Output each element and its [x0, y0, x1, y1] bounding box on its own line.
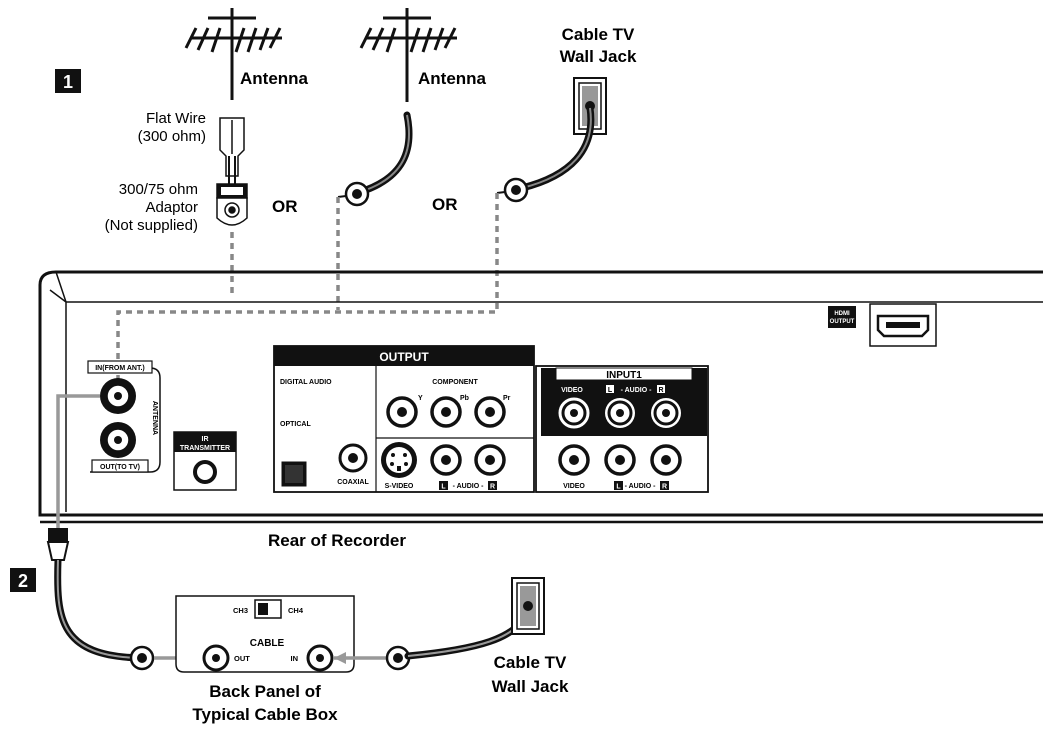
- optical-label: OPTICAL: [280, 421, 311, 428]
- cable-box-out-jack[interactable]: [202, 644, 230, 672]
- component-pr-label: Pr: [503, 395, 511, 402]
- output-audio-right-jack[interactable]: [474, 444, 506, 476]
- component-pr-jack[interactable]: [474, 396, 506, 428]
- s-video-label: S-VIDEO: [385, 483, 414, 490]
- step-1-number: 1: [63, 72, 73, 92]
- recorder-caption: Rear of Recorder: [268, 531, 406, 550]
- antenna-1-icon: [184, 8, 282, 100]
- input1-audio-r-label: R: [658, 387, 663, 394]
- output-audio-r-label: R: [490, 484, 495, 491]
- cable-box-back-panel: CH3 CH4 CABLE OUT IN: [175, 595, 355, 673]
- ir-label-line2: TRANSMITTER: [180, 445, 230, 452]
- wall-jack-bottom-label-line1: Cable TV: [494, 653, 567, 672]
- output-title: OUTPUT: [379, 350, 429, 364]
- component-y-jack[interactable]: [386, 396, 418, 428]
- adaptor-icon: [216, 183, 248, 226]
- hdmi-label-line1: HDMI: [834, 311, 850, 317]
- coaxial-label: COAXIAL: [337, 479, 369, 486]
- wall-jack-top-label-line2: Wall Jack: [560, 47, 637, 66]
- recorder-to-cable-box-connection: [46, 394, 200, 671]
- output-panel: OUTPUT DIGITAL AUDIO OPTICAL COAXIAL COM…: [273, 345, 535, 493]
- ir-transmitter: IR TRANSMITTER: [173, 431, 237, 491]
- wall-jack-bottom-icon: [511, 577, 545, 635]
- cable-box-in-label: IN: [291, 654, 299, 663]
- component-y-label: Y: [418, 395, 423, 402]
- recorder-body: [38, 270, 1043, 524]
- input1-audio-l-label: L: [608, 387, 613, 394]
- cable-box-caption-line1: Back Panel of: [209, 682, 321, 701]
- antenna-out-label: OUT(TO TV): [100, 464, 140, 471]
- lower-video-label: VIDEO: [563, 483, 585, 490]
- cable-box-ch3-label: CH3: [233, 606, 248, 615]
- cable-box-out-label: OUT: [234, 654, 250, 663]
- step-2-number: 2: [18, 571, 28, 591]
- wall-jack-bottom-label-line2: Wall Jack: [492, 677, 569, 696]
- antenna-out-jack[interactable]: [100, 422, 136, 458]
- antenna-2-coax-cable: [337, 111, 413, 207]
- antenna-in-jack[interactable]: [100, 378, 136, 414]
- dashed-connection-lines: [116, 193, 499, 380]
- or-label-1: OR: [272, 197, 298, 216]
- digital-audio-label: DIGITAL AUDIO: [280, 379, 332, 386]
- wall-jack-top-label-line1: Cable TV: [562, 25, 635, 44]
- s-video-jack[interactable]: [381, 442, 417, 478]
- flat-wire-icon: [219, 117, 245, 184]
- antenna-in-label: IN(FROM ANT.): [95, 365, 145, 372]
- component-pb-label: Pb: [460, 395, 469, 402]
- recorder-antenna-block: IN(FROM ANT.) OUT(TO TV) ANTENNA: [87, 360, 161, 473]
- flat-wire-label-line2: (300 ohm): [138, 128, 206, 145]
- hdmi-output: HDMI OUTPUT: [828, 303, 937, 347]
- ir-label-line1: IR: [202, 436, 209, 443]
- output-audio-l-label: L: [441, 484, 446, 491]
- antenna-1-label: Antenna: [240, 69, 309, 88]
- component-label: COMPONENT: [432, 379, 478, 386]
- output-audio-left-jack[interactable]: [430, 444, 462, 476]
- antenna-2-icon: [359, 8, 457, 102]
- flat-wire-label-line1: Flat Wire: [146, 110, 206, 127]
- or-label-2: OR: [432, 195, 458, 214]
- input1-panel: INPUT1 VIDEO L - AUDIO - R: [535, 365, 709, 493]
- component-pb-jack[interactable]: [430, 396, 462, 428]
- cable-box-cable-label: CABLE: [250, 638, 285, 649]
- lower-audio-left-jack[interactable]: [604, 444, 636, 476]
- input1-audio-mid-label: - AUDIO -: [621, 387, 653, 394]
- lower-audio-right-jack[interactable]: [650, 444, 682, 476]
- input1-video-label: VIDEO: [561, 387, 583, 394]
- input1-video-jack[interactable]: [558, 397, 590, 429]
- ir-transmitter-jack[interactable]: [193, 460, 217, 484]
- coaxial-jack[interactable]: [338, 443, 368, 473]
- adaptor-label-line1: 300/75 ohm: [119, 181, 198, 198]
- cable-box-in-jack[interactable]: [306, 644, 334, 672]
- adaptor-label-line2: Adaptor: [145, 199, 198, 216]
- lower-audio-l-label: L: [616, 484, 621, 491]
- adaptor-label-line3: (Not supplied): [105, 217, 198, 234]
- input1-audio-left-jack[interactable]: [605, 398, 635, 428]
- antenna-2-label: Antenna: [418, 69, 487, 88]
- step-1-badge: 1: [55, 69, 81, 93]
- hdmi-label-line2: OUTPUT: [830, 319, 855, 325]
- output-audio-mid-label: - AUDIO -: [453, 483, 485, 490]
- cable-box-caption-line2: Typical Cable Box: [192, 705, 338, 724]
- step-2-badge: 2: [10, 568, 36, 592]
- lower-audio-r-label: R: [662, 484, 667, 491]
- input1-title: INPUT1: [606, 370, 642, 381]
- lower-video-jack[interactable]: [558, 444, 590, 476]
- lower-audio-mid-label: - AUDIO -: [625, 483, 657, 490]
- wall-jack-top-coax-cable: [496, 104, 595, 203]
- cable-box-ch4-label: CH4: [288, 606, 304, 615]
- input1-audio-right-jack[interactable]: [651, 398, 681, 428]
- antenna-side-label: ANTENNA: [151, 401, 158, 435]
